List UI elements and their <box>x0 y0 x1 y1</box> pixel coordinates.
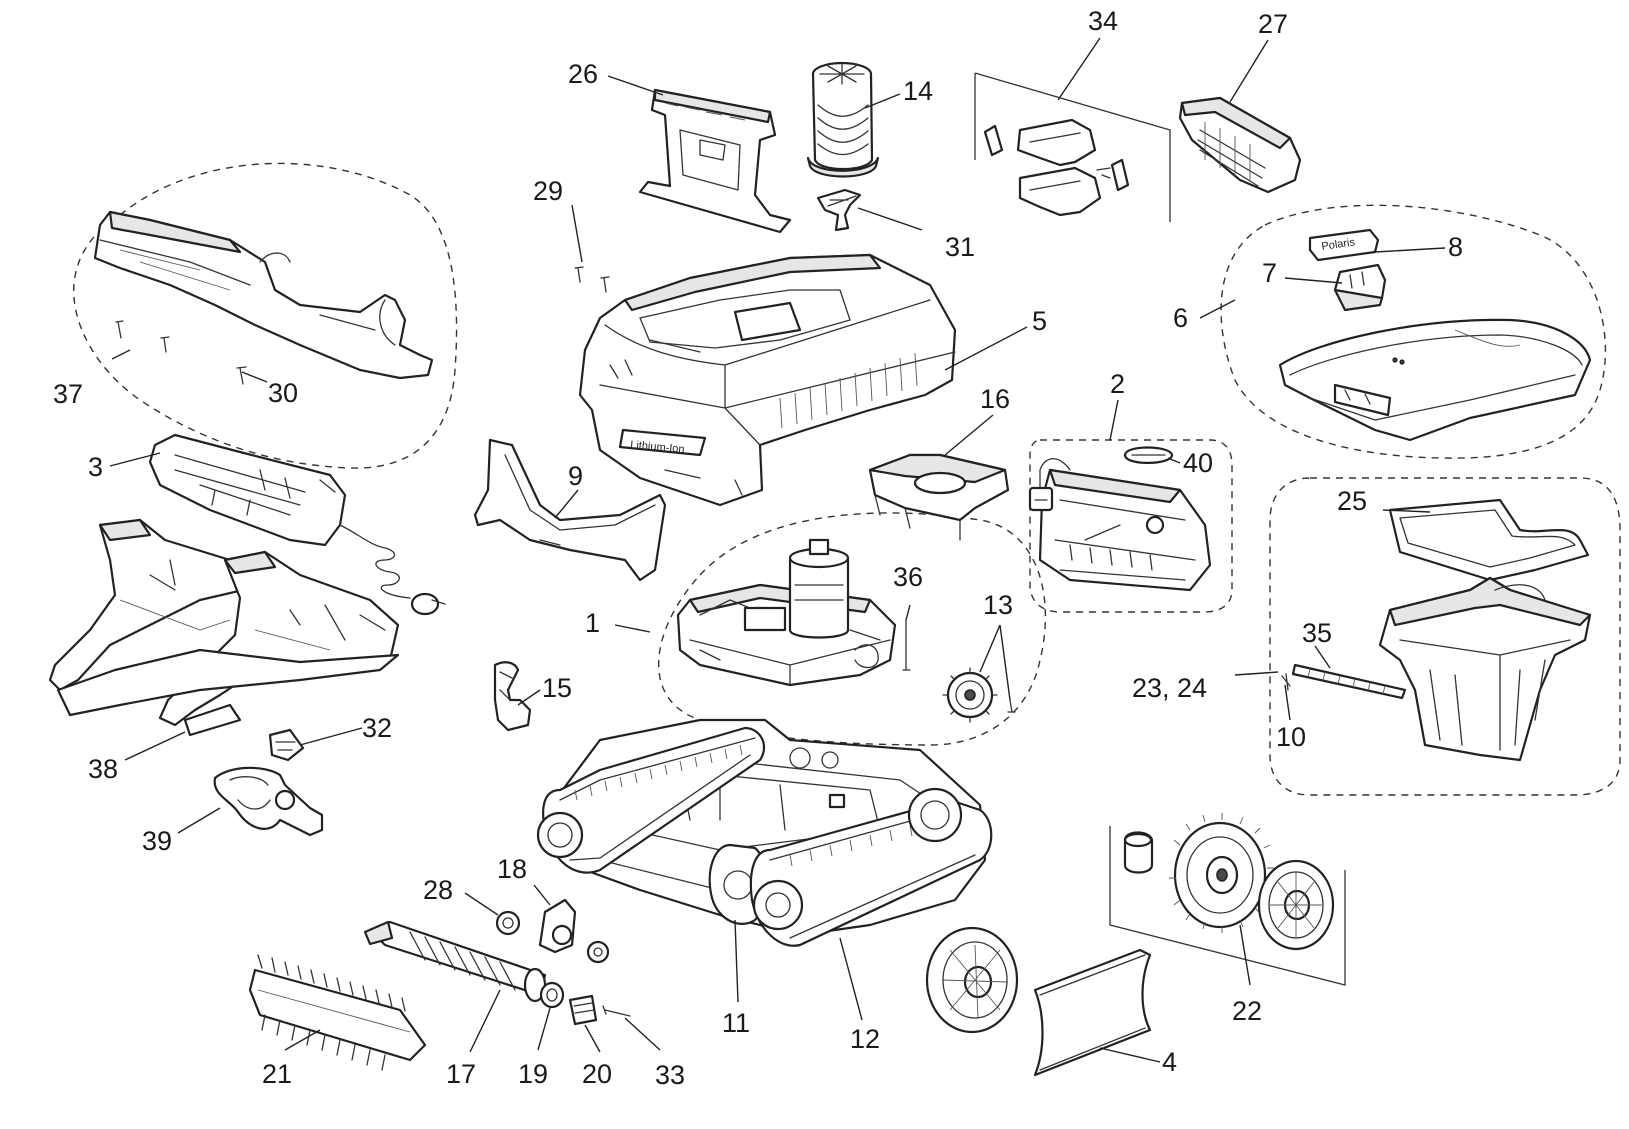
callout-5: 5 <box>1032 306 1047 336</box>
callout-30: 30 <box>268 378 298 408</box>
callout-8: 8 <box>1448 232 1463 262</box>
part-32-clip <box>268 728 305 762</box>
callout-34: 34 <box>1088 6 1118 36</box>
part-1-motor-block <box>676 538 897 687</box>
callout-4: 4 <box>1162 1047 1177 1077</box>
callout-15: 15 <box>542 673 572 703</box>
part-21-brush <box>248 954 427 1071</box>
part-31-impeller <box>816 188 862 232</box>
part-2-drive-unit <box>1028 458 1212 592</box>
callout-39: 39 <box>142 826 172 856</box>
callout-2: 2 <box>1110 369 1125 399</box>
part-20-pinion <box>568 994 598 1026</box>
callout-17: 17 <box>446 1059 476 1089</box>
callout-19: 19 <box>518 1059 548 1089</box>
part-33-screw <box>602 1005 631 1017</box>
lid-badge-text: Polaris <box>1321 236 1356 253</box>
part-4-flap <box>1033 948 1152 1077</box>
part-9-bumper <box>473 438 667 582</box>
callout-13: 13 <box>983 590 1013 620</box>
callout-6: 6 <box>1173 303 1188 333</box>
callout-38: 38 <box>88 754 118 784</box>
part-28-washer <box>495 910 521 936</box>
callout-26: 26 <box>568 59 598 89</box>
callout-40: 40 <box>1183 448 1213 478</box>
screw-30-group <box>115 320 247 385</box>
group-outline-37 <box>73 162 458 469</box>
callout-29: 29 <box>533 176 563 206</box>
part-15-clip <box>493 661 532 732</box>
callout-14: 14 <box>903 76 933 106</box>
callout-23-24: 23, 24 <box>1132 673 1207 703</box>
callout-35: 35 <box>1302 618 1332 648</box>
part-19-ring <box>539 981 565 1009</box>
group-outline-23-24 <box>1269 477 1621 796</box>
callout-27: 27 <box>1258 9 1288 39</box>
part-38-caddy-stand <box>48 518 400 737</box>
callout-20: 20 <box>582 1059 612 1089</box>
bracket-22 <box>1109 826 1346 986</box>
part-39-hook <box>213 766 324 837</box>
callout-22: 22 <box>1232 996 1262 1026</box>
part-5-main-body: Lithium-Ion <box>578 253 957 507</box>
part-18-bracket <box>538 898 610 964</box>
callout-32: 32 <box>362 713 392 743</box>
callout-1: 1 <box>585 608 600 638</box>
callout-9: 9 <box>568 461 583 491</box>
callout-7: 7 <box>1262 258 1277 288</box>
part-17-roller <box>363 920 547 1003</box>
callout-12: 12 <box>850 1024 880 1054</box>
part-13-gear <box>942 667 1016 723</box>
callout-28: 28 <box>423 875 453 905</box>
callout-10: 10 <box>1276 722 1306 752</box>
part-10-pin <box>1281 673 1291 691</box>
callout-3: 3 <box>88 452 103 482</box>
part-26-grip <box>638 88 792 234</box>
callout-18: 18 <box>497 854 527 884</box>
screw-29-group <box>574 266 610 293</box>
part-27-top-cover <box>1178 96 1302 194</box>
part-8-badge: Polaris <box>1308 228 1380 262</box>
leader-lines <box>109 37 1446 1063</box>
callout-21: 21 <box>262 1059 292 1089</box>
part-16-motor-mount <box>868 453 1010 541</box>
bracket-34 <box>974 72 1171 222</box>
callout-37: 37 <box>53 379 83 409</box>
callout-33: 33 <box>655 1060 685 1090</box>
callout-25: 25 <box>1337 486 1367 516</box>
part-14-canister <box>806 61 880 178</box>
part-front-wheel <box>925 926 1019 1034</box>
part-35-filter-screen <box>1291 663 1407 700</box>
group-outline-1 <box>657 512 1047 746</box>
callout-labels: 1 2 3 4 5 6 7 8 9 10 11 12 13 14 15 16 1… <box>53 6 1463 1090</box>
body-badge-text: Lithium-Ion <box>630 439 685 456</box>
part-25-filter-lid <box>1388 498 1590 582</box>
part-7-latch <box>1333 263 1387 312</box>
part-22-wheel-set <box>1123 813 1335 951</box>
part-3-base-plate <box>148 433 446 616</box>
part-6-lid <box>1278 318 1592 442</box>
callout-36: 36 <box>893 562 923 592</box>
part-23-24-filter-basket <box>1378 576 1592 762</box>
part-12-right-track <box>749 787 993 947</box>
callout-11: 11 <box>722 1008 750 1038</box>
callout-31: 31 <box>945 232 975 262</box>
callout-16: 16 <box>980 384 1010 414</box>
part-36-pin <box>902 619 911 671</box>
part-40-gasket <box>1123 446 1174 464</box>
part-37-handle <box>93 210 434 380</box>
part-34-latch-set <box>983 118 1130 217</box>
